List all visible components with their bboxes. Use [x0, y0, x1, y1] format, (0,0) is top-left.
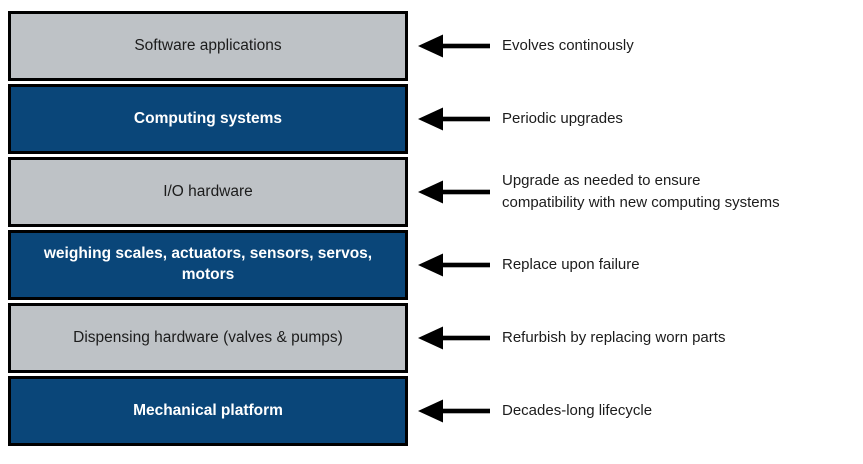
- layer-row-computing-systems: Computing systems Periodic upgrades: [8, 84, 780, 154]
- annotation-text: Evolves continously: [502, 36, 634, 54]
- annotation-software-applications: Evolves continously: [417, 11, 634, 81]
- left-arrow-icon: [418, 34, 490, 58]
- layer-row-mechanical-platform: Mechanical platform Decades-long lifecyc…: [8, 376, 780, 446]
- layer-label: weighing scales, actuators, sensors, ser…: [43, 245, 373, 283]
- left-arrow-icon: [418, 326, 490, 350]
- layer-label: Dispensing hardware (valves & pumps): [73, 328, 343, 346]
- layer-label: Mechanical platform: [133, 401, 283, 419]
- layer-row-software-applications: Software applications Evolves continousl…: [8, 11, 780, 81]
- layer-label: Computing systems: [133, 109, 283, 127]
- layer-box-computing-systems: Computing systems: [8, 84, 408, 154]
- annotation-field-devices: Replace upon failure: [417, 230, 640, 300]
- left-arrow-icon: [418, 253, 490, 277]
- layer-box-software-applications: Software applications: [8, 11, 408, 81]
- left-arrow-icon: [418, 107, 490, 131]
- layer-row-field-devices: weighing scales, actuators, sensors, ser…: [8, 230, 780, 300]
- annotation-text: Refurbish by replacing worn parts: [502, 328, 726, 346]
- layer-box-io-hardware: I/O hardware: [8, 157, 408, 227]
- layer-row-io-hardware: I/O hardware Upgrade as needed to ensure…: [8, 157, 780, 227]
- diagram-body: Software applications Evolves continousl…: [8, 11, 780, 449]
- layer-box-dispensing-hardware: Dispensing hardware (valves & pumps): [8, 303, 408, 373]
- annotation-dispensing-hardware: Refurbish by replacing worn parts: [417, 303, 725, 373]
- annotation-text: Periodic upgrades: [502, 109, 623, 127]
- layer-label: Software applications: [134, 36, 282, 54]
- layer-row-dispensing-hardware: Dispensing hardware (valves & pumps) Ref…: [8, 303, 780, 373]
- layer-box-mechanical-platform: Mechanical platform: [8, 376, 408, 446]
- left-arrow-icon: [418, 180, 490, 204]
- annotation-computing-systems: Periodic upgrades: [417, 84, 623, 154]
- annotation-text: Decades-long lifecycle: [502, 401, 653, 419]
- layer-label: I/O hardware: [163, 182, 253, 200]
- annotation-text: Replace upon failure: [502, 255, 640, 273]
- annotation-io-hardware: Upgrade as needed to ensure compatibilit…: [417, 157, 780, 227]
- left-arrow-icon: [418, 399, 490, 423]
- annotation-text: Upgrade as needed to ensure compatibilit…: [502, 171, 780, 212]
- annotation-mechanical-platform: Decades-long lifecycle: [417, 376, 652, 446]
- layer-box-field-devices: weighing scales, actuators, sensors, ser…: [8, 230, 408, 300]
